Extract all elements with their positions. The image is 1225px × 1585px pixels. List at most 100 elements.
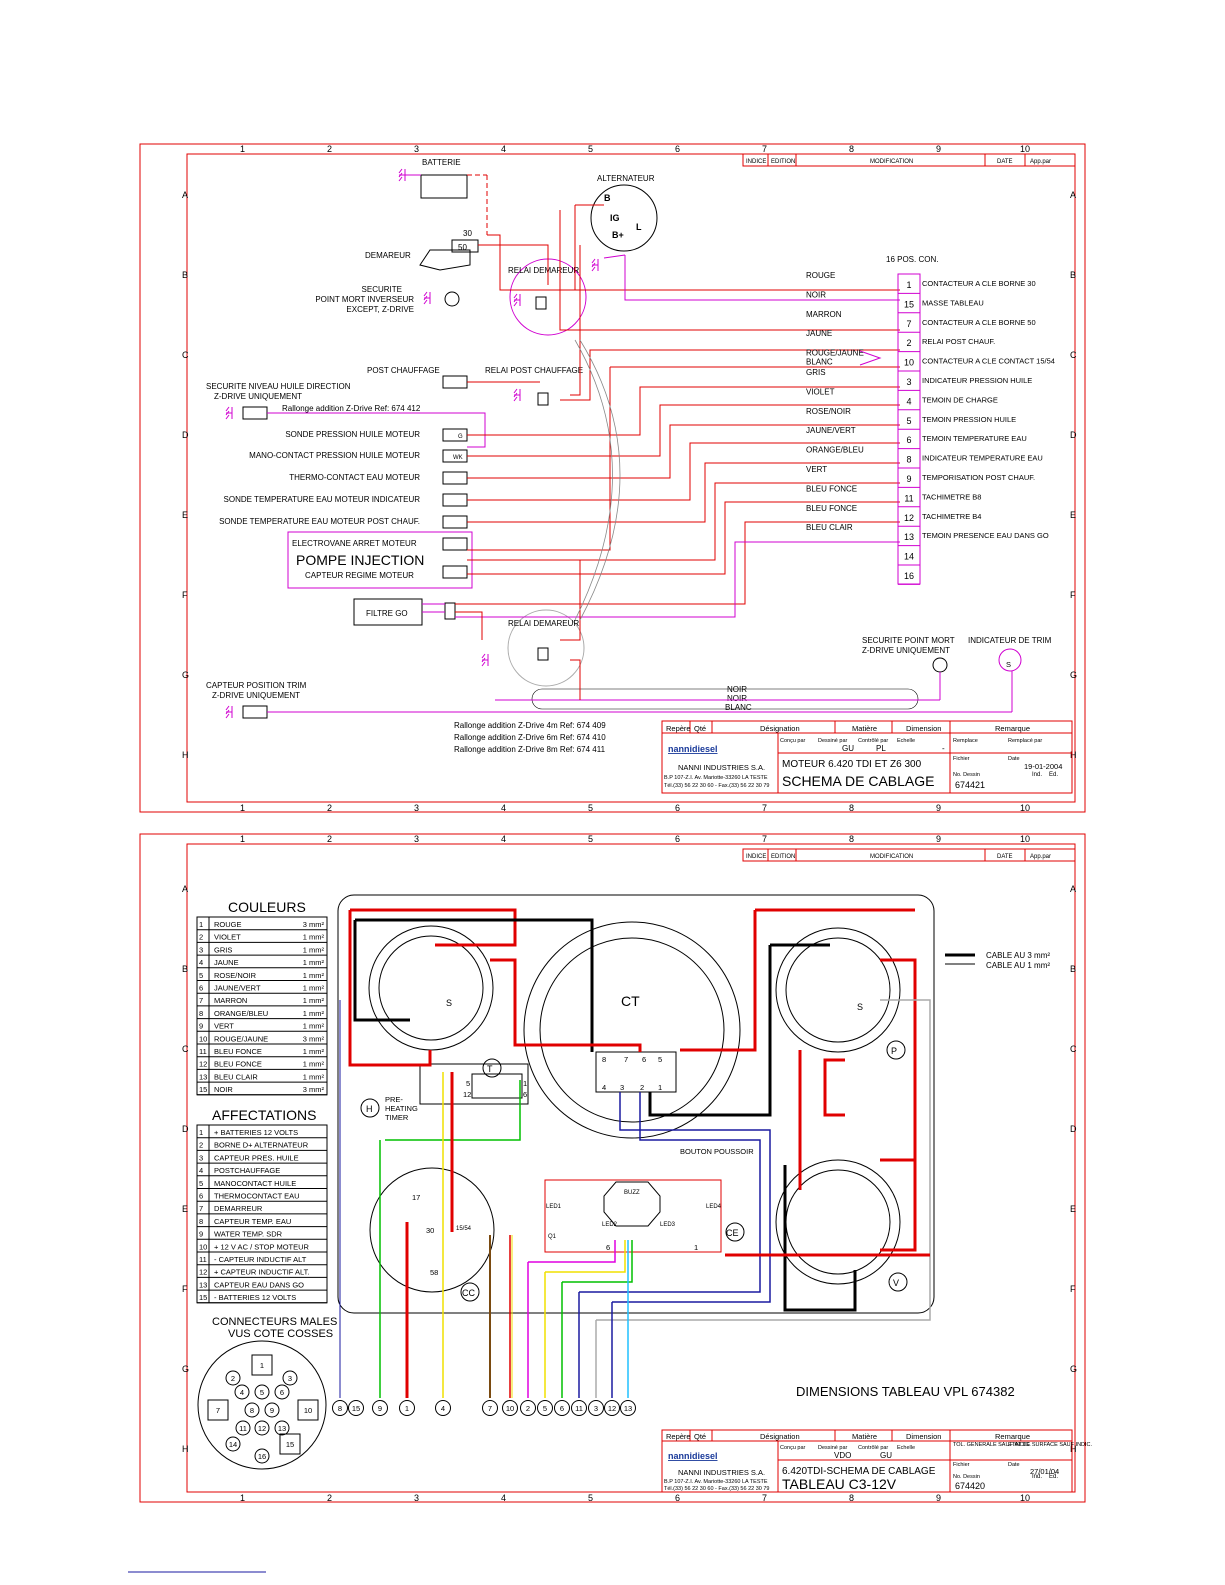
sheet2-outer-frame bbox=[139, 833, 1086, 1503]
cc-term-30: 30 bbox=[426, 1226, 434, 1235]
alt-term-b: B bbox=[604, 193, 611, 203]
table-row-size: 1 mm² bbox=[303, 1060, 325, 1069]
tb-addr1: B.P 107-Z.I. Av. Mariotte-33260 LA TESTE bbox=[664, 1479, 768, 1485]
bottom-pin: 8 bbox=[338, 1404, 342, 1413]
col-label: 8 bbox=[849, 803, 854, 813]
table-row-number: 13 bbox=[199, 1280, 207, 1289]
connector-pin-number: 13 bbox=[904, 532, 914, 542]
ct-pin-4: 4 bbox=[602, 1083, 606, 1092]
nanni-logo: nannidiesel bbox=[668, 1451, 718, 1461]
rpm-sensor-label: CAPTEUR REGIME MOTEUR bbox=[305, 571, 414, 580]
col-label: 4 bbox=[501, 144, 506, 154]
sheet1-outer-frame bbox=[139, 143, 1086, 813]
connector-pin-circle: 5 bbox=[260, 1388, 264, 1397]
legend-3mm: CABLE AU 3 mm² bbox=[986, 951, 1050, 960]
rev-modification: MODIFICATION bbox=[870, 159, 913, 165]
alternator: ALTERNATEUR B IG L B+ bbox=[590, 174, 658, 252]
table-row-name: BORNE D+ ALTERNATEUR bbox=[214, 1141, 309, 1150]
tb-repere: Repère bbox=[666, 724, 691, 733]
panel-wires bbox=[339, 908, 975, 1398]
col-label: 6 bbox=[675, 834, 680, 844]
sheet-2: 1 2 3 4 5 6 7 8 9 10 1 2 3 4 5 6 7 8 9 1… bbox=[139, 833, 1093, 1503]
table-row-name: MANOCONTACT HUILE bbox=[214, 1179, 296, 1188]
connector-pin-description: TEMPORISATION POST CHAUF. bbox=[922, 473, 1035, 482]
tb-echelle: Echelle bbox=[897, 1445, 915, 1451]
connector-pin-description: CONTACTEUR A CLE BORNE 30 bbox=[922, 279, 1036, 288]
tb-controle-val: PL bbox=[876, 744, 886, 753]
connector-pin-number: 2 bbox=[906, 338, 911, 348]
col-label: 6 bbox=[675, 144, 680, 154]
col-label: 2 bbox=[327, 1493, 332, 1503]
tb-remplace: Remplace bbox=[953, 738, 978, 744]
connector-title: 16 POS. CON. bbox=[886, 255, 938, 264]
sheet2-inner-frame bbox=[186, 843, 1076, 1493]
q1-label: Q1 bbox=[548, 1234, 557, 1240]
table-row-name: GRIS bbox=[214, 945, 232, 954]
table-row-name: NOIR bbox=[214, 1085, 233, 1094]
table-row-number: 1 bbox=[199, 920, 203, 929]
gauge-p-label: P bbox=[891, 1046, 897, 1056]
table-row-number: 7 bbox=[199, 996, 203, 1005]
row-label: B bbox=[1070, 270, 1076, 280]
sensor-tag-g: G bbox=[458, 434, 463, 440]
connector-pin-number: 14 bbox=[904, 552, 914, 562]
timer-pin-1: 1 bbox=[523, 1079, 527, 1088]
col-label: 8 bbox=[849, 144, 854, 154]
tb-line2: TABLEAU C3-12V bbox=[782, 1476, 897, 1492]
neutral-safety-line1: SECURITE bbox=[362, 285, 402, 294]
table-row-size: 1 mm² bbox=[303, 1047, 325, 1056]
bottom-pin: 4 bbox=[441, 1404, 445, 1413]
cc-term-17: 17 bbox=[412, 1193, 420, 1202]
table-row-size: 1 mm² bbox=[303, 1072, 325, 1081]
couleurs-title: COULEURS bbox=[228, 899, 306, 915]
rev-app: App.par bbox=[1030, 854, 1051, 860]
table-row-number: 12 bbox=[199, 1060, 207, 1069]
table-row-name: ROUGE bbox=[214, 920, 242, 929]
sensor-oil-pressure: SONDE PRESSION HUILE MOTEUR bbox=[285, 430, 420, 439]
table-row-name: ROUGE/JAUNE bbox=[214, 1034, 268, 1043]
rev-indice: INDICE bbox=[746, 159, 766, 165]
connector-pin-circle: 2 bbox=[231, 1374, 235, 1383]
sensor-water-temp: SONDE TEMPERATURE EAU MOTEUR INDICATEUR bbox=[224, 495, 421, 504]
tb-line1: 6.420TDI-SCHEMA DE CABLAGE bbox=[782, 1466, 936, 1477]
timer-pin-5: 5 bbox=[466, 1079, 470, 1088]
sheet-1: 1 2 3 4 5 6 7 8 9 10 1 2 3 4 5 6 7 8 9 1… bbox=[139, 143, 1086, 813]
preheat-relay-label: RELAI POST CHAUFFAGE bbox=[485, 366, 583, 375]
starter-term-50: 50 bbox=[458, 243, 467, 252]
tb-controle-val: GU bbox=[880, 1451, 892, 1460]
starter-label: DEMAREUR bbox=[365, 251, 411, 260]
alternator-label: ALTERNATEUR bbox=[597, 174, 655, 183]
row-label: E bbox=[182, 1204, 188, 1214]
col-label: 7 bbox=[762, 803, 767, 813]
connector-wire-color-2: BLANC bbox=[806, 358, 833, 367]
table-row-name: BLEU CLAIR bbox=[214, 1072, 258, 1081]
tb-no-dessin: No. Dessin bbox=[953, 772, 980, 778]
affectations-title: AFFECTATIONS bbox=[212, 1107, 316, 1123]
col-label: 5 bbox=[588, 1493, 593, 1503]
col-label: 1 bbox=[240, 144, 245, 154]
table-row-number: 11 bbox=[199, 1047, 207, 1056]
table-row-name: - CAPTEUR INDUCTIF ALT bbox=[214, 1255, 307, 1264]
gauge-p-s: S bbox=[857, 1002, 863, 1012]
timer-line2: HEATING bbox=[385, 1104, 418, 1113]
row-label: D bbox=[182, 1124, 189, 1134]
tb-designation: Désignation bbox=[760, 724, 800, 733]
timer-h-label: H bbox=[366, 1104, 373, 1114]
table-row-number: 6 bbox=[199, 1192, 203, 1201]
extension-z-drive: Rallonge addition Z-Drive Ref: 674 412 bbox=[282, 404, 421, 413]
tb-matiere: Matière bbox=[852, 1432, 877, 1441]
connector-wire-color: MARRON bbox=[806, 310, 842, 319]
panel-dimensions: DIMENSIONS TABLEAU VPL 674382 bbox=[796, 1384, 1015, 1399]
tb-dessine-val: GU bbox=[842, 744, 854, 753]
tb-remplace-par: Remplacé par bbox=[1008, 738, 1042, 744]
ct-pin-1: 1 bbox=[658, 1083, 662, 1092]
row-label: A bbox=[182, 884, 188, 894]
connectors-title-1: CONNECTEURS MALES bbox=[212, 1316, 337, 1328]
row-label: E bbox=[182, 510, 188, 520]
tb-no-val: 674421 bbox=[955, 780, 985, 790]
battery: BATTERIE bbox=[398, 158, 488, 235]
row-label: F bbox=[1070, 590, 1076, 600]
connector-wire-color: NOIR bbox=[806, 290, 826, 299]
